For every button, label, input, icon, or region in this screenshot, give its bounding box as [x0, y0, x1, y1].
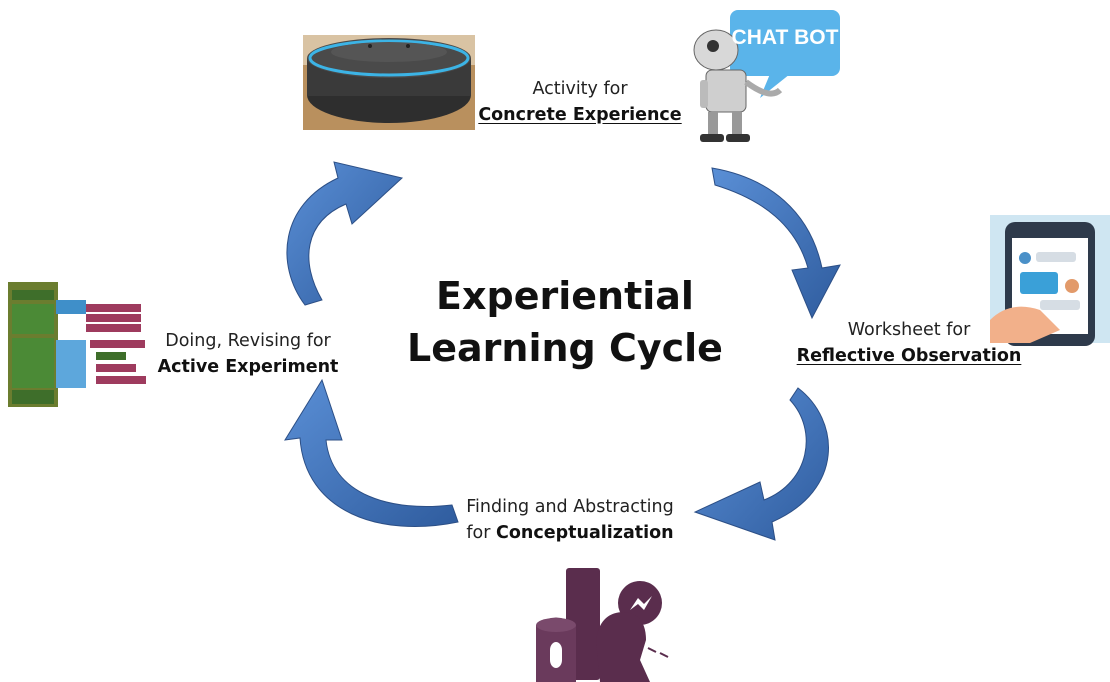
stage-emphasis: Reflective Observation — [796, 346, 1022, 366]
stage-prefix: Worksheet for — [847, 320, 971, 340]
stage-line-2: for Conceptualization — [440, 520, 700, 546]
stage-line-1: Finding and Abstracting — [466, 497, 674, 517]
chatbot-sign: CHAT BOT — [731, 26, 839, 49]
stage-abstract-conceptualization: Finding and Abstracting for Conceptualiz… — [440, 494, 700, 546]
stage-emphasis: Active Experiment — [157, 357, 339, 377]
stage-emphasis: Conceptualization — [496, 523, 674, 543]
stage-prefix: for — [466, 523, 497, 543]
stage-reflective-observation: Worksheet for Reflective Observation — [788, 317, 1030, 369]
title-line-2: Learning Cycle — [407, 326, 723, 370]
chatbot-robot-icon — [693, 10, 840, 142]
cycle-arrow-right-bottom — [693, 387, 829, 541]
title-line-1: Experiential — [436, 274, 694, 318]
phone-chat-icon — [990, 215, 1110, 346]
stage-active-experiment: Doing, Revising for Active Experiment — [148, 328, 348, 380]
voice-assistant-icon — [536, 568, 669, 682]
stage-concrete-experience: Activity for Concrete Experience — [470, 76, 690, 128]
stage-prefix: Activity for — [532, 79, 628, 99]
smart-speaker-icon — [303, 35, 475, 130]
diagram-title: Experiential Learning Cycle — [405, 270, 725, 374]
block-code-icon — [8, 282, 146, 407]
stage-emphasis: Concrete Experience — [478, 105, 682, 125]
cycle-arrow-left-top — [286, 161, 404, 306]
cycle-arrow-right-top — [711, 167, 841, 320]
cycle-arrow-left-bottom — [284, 378, 459, 528]
stage-prefix: Doing, Revising for — [165, 331, 331, 351]
